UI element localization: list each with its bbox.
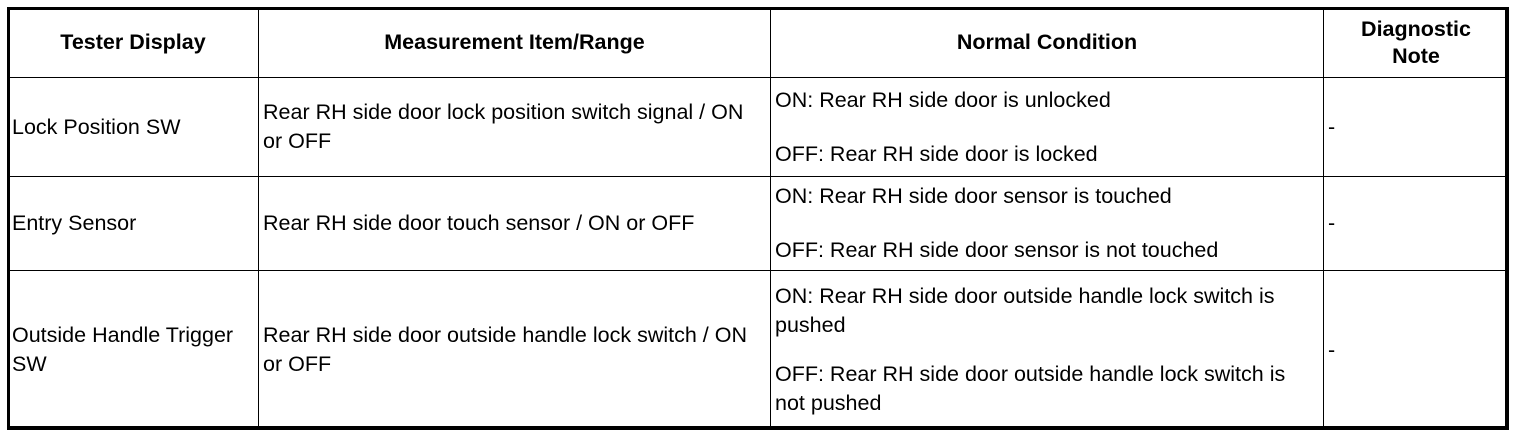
table-row: Entry Sensor Rear RH side door touch sen… [7, 176, 1509, 271]
normal-condition-cell: ON: Rear RH side door outside handle loc… [770, 270, 1324, 430]
condition-off-text: OFF: Rear RH side door outside handle lo… [775, 362, 1286, 415]
header-measurement-item: Measurement Item/Range [258, 7, 771, 78]
tester-display-cell: Entry Sensor [7, 176, 259, 271]
header-normal-condition: Normal Condition [770, 7, 1324, 78]
condition-on-text: ON: Rear RH side door outside handle loc… [775, 284, 1275, 337]
header-tester-display: Tester Display [7, 7, 259, 78]
normal-condition-cell: ON: Rear RH side door is unlocked OFF: R… [770, 77, 1324, 177]
diagnostic-note-cell: - [1323, 270, 1509, 430]
condition-on-text: ON: Rear RH side door sensor is touched [775, 184, 1172, 208]
condition-on-text: ON: Rear RH side door is unlocked [775, 87, 1111, 112]
data-list-table: Tester Display Measurement Item/Range No… [7, 7, 1509, 430]
measurement-cell: Rear RH side door outside handle lock sw… [258, 270, 771, 430]
tester-display-cell: Lock Position SW [7, 77, 259, 177]
measurement-cell: Rear RH side door lock position switch s… [258, 77, 771, 177]
tester-display-cell: Outside Handle Trigger SW [7, 270, 259, 430]
table-row: Outside Handle Trigger SW Rear RH side d… [7, 270, 1509, 430]
condition-off-text: OFF: Rear RH side door sensor is not tou… [775, 238, 1219, 262]
condition-off-text: OFF: Rear RH side door is locked [775, 141, 1098, 166]
measurement-cell: Rear RH side door touch sensor / ON or O… [258, 176, 771, 271]
diagnostic-note-cell: - [1323, 176, 1509, 271]
table-outer-border [7, 7, 1508, 429]
normal-condition-cell: ON: Rear RH side door sensor is touched … [770, 176, 1324, 271]
table-row: Lock Position SW Rear RH side door lock … [7, 77, 1509, 177]
